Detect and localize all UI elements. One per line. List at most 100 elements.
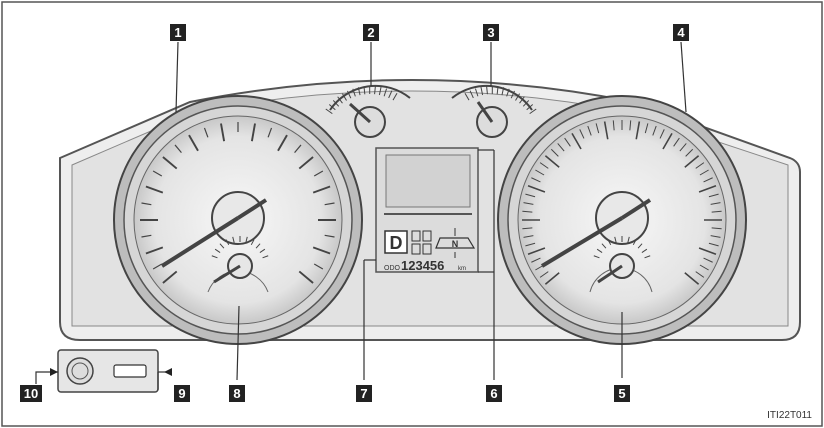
gauge-tick <box>711 210 722 213</box>
callout-9: 9 <box>174 385 190 402</box>
gauge-tick <box>388 90 393 99</box>
gauge-tick <box>464 92 470 101</box>
svg-text:5: 5 <box>618 386 625 401</box>
gauge-tick <box>341 93 347 101</box>
gauge-tick <box>474 88 479 97</box>
gauge-tick <box>469 90 474 99</box>
gauge-tick <box>162 156 178 170</box>
gauge-tick <box>627 236 630 243</box>
arrow-9-icon <box>164 368 172 376</box>
gauge-tick <box>522 227 533 230</box>
gauge-tick <box>337 96 343 104</box>
gauge-tick <box>357 87 361 96</box>
gauge-tick <box>698 185 717 193</box>
gauge-tick <box>277 134 288 152</box>
gauge-tick <box>652 125 657 136</box>
gauge-tick <box>685 148 694 157</box>
gauge-tick <box>629 120 632 131</box>
gauge-tick <box>535 169 545 176</box>
gauge-tick <box>162 270 178 284</box>
gear-position: N <box>452 239 459 249</box>
svg-text:1: 1 <box>174 25 181 40</box>
leader-lines <box>35 41 687 390</box>
gauge-tick <box>710 235 721 238</box>
temperature-gauge-ticks <box>464 85 537 115</box>
gauge-tick <box>635 121 641 140</box>
gauge-tick <box>325 108 333 115</box>
gauge-tick <box>644 123 649 134</box>
gauge-tick <box>593 255 600 259</box>
fuel-gauge-ticks <box>325 85 398 115</box>
odometer-value: 123456 <box>401 258 444 273</box>
speedometer-ticks <box>140 122 336 284</box>
gauge-tick <box>324 234 335 238</box>
gauge-tick <box>703 177 713 183</box>
gauge-tick <box>523 202 534 205</box>
gauge-tick <box>699 169 709 176</box>
gauge-tick <box>506 88 510 97</box>
gauge-tick <box>245 236 248 243</box>
shift-indicator: D <box>390 233 403 253</box>
callout-6: 6 <box>486 385 502 402</box>
multi-information-display: D N ODO 123456 km <box>375 147 479 273</box>
gauge-tick <box>557 143 565 152</box>
gauge-tick <box>262 255 269 259</box>
gauge-tick <box>673 137 680 147</box>
gauge-tick <box>480 87 484 96</box>
svg-text:6: 6 <box>490 386 497 401</box>
gauge-tick <box>607 239 612 246</box>
gauge-tick <box>347 90 352 99</box>
gauge-tick <box>232 236 235 243</box>
callout-5: 5 <box>614 385 630 402</box>
gauge-tick <box>510 90 515 99</box>
subdial-ticks <box>593 236 651 259</box>
gauge-tick <box>298 270 314 284</box>
gauge-tick <box>579 129 585 139</box>
gauge-tick <box>363 86 366 95</box>
switch-panel <box>57 349 159 393</box>
gauge-tick <box>708 193 719 198</box>
gauge-tick <box>587 125 592 136</box>
gauge-tick <box>614 236 617 243</box>
shift-indicator-box <box>384 230 408 254</box>
svg-text:2: 2 <box>367 25 374 40</box>
gauge-tick <box>378 87 382 96</box>
gauge-tick <box>544 272 560 285</box>
gauge-tick <box>496 86 499 95</box>
gauge-tick <box>603 121 609 140</box>
gauge-tick <box>695 271 705 278</box>
gauge-tick <box>527 247 546 255</box>
gauge-tick <box>324 202 335 206</box>
gauge-tick <box>141 234 152 238</box>
fuel-gauge <box>325 84 411 138</box>
gauge-tick <box>250 239 255 246</box>
gauge-tick <box>515 93 521 101</box>
gauge-tick <box>486 86 488 95</box>
svg-text:7: 7 <box>360 386 367 401</box>
gauge-tick <box>519 96 525 104</box>
gauge-tick <box>188 134 199 152</box>
gauge-tick <box>220 123 226 142</box>
gauge-tick <box>259 248 266 253</box>
gauge-tick <box>527 185 546 193</box>
car-icon <box>435 228 476 258</box>
gauge-tick <box>152 170 163 177</box>
callout-4: 4 <box>673 24 689 41</box>
gauge-tick <box>523 235 534 238</box>
speedometer <box>113 95 363 345</box>
callout-3: 3 <box>483 24 499 41</box>
subdial-ticks <box>211 236 269 259</box>
gauge-tick <box>392 92 398 101</box>
gauge-tick <box>544 155 560 168</box>
gauge-tick <box>313 263 324 270</box>
gauge-tick <box>564 137 571 147</box>
trip-reset-button <box>113 364 147 378</box>
odo-unit: km <box>458 266 466 272</box>
gauge-tick <box>539 271 549 278</box>
gauge-tick <box>637 243 643 249</box>
gauge-tick <box>550 148 559 157</box>
gauge-tick <box>526 104 534 111</box>
callout-2: 2 <box>363 24 379 41</box>
